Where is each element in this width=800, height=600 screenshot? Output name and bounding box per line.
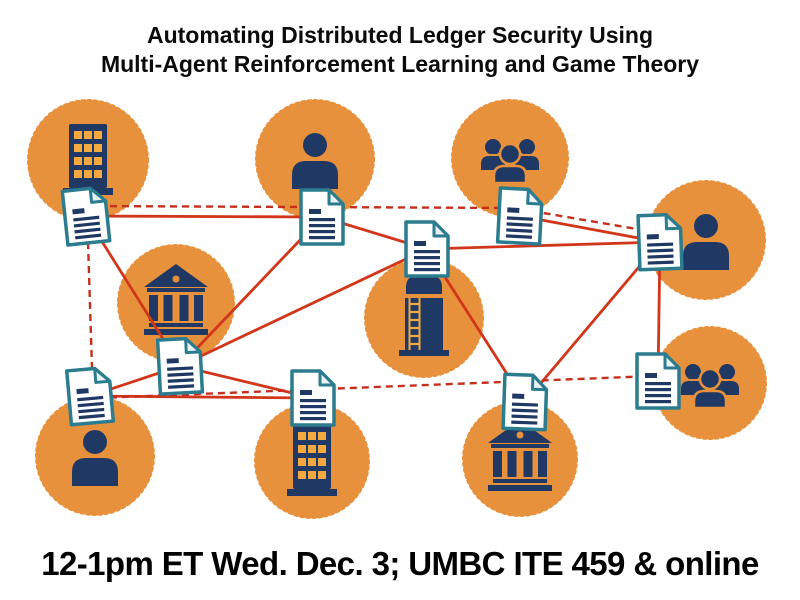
building-icon: [287, 425, 337, 496]
event-details: 12-1pm ET Wed. Dec. 3; UMBC ITE 459 & on…: [41, 545, 759, 582]
person-icon: [292, 133, 338, 189]
ledger-document-icon: [60, 186, 112, 247]
title-line-2: Multi-Agent Reinforcement Learning and G…: [100, 51, 700, 78]
bank-icon: [488, 420, 552, 491]
ledger-link-d6-d5: [179, 247, 428, 368]
ledger-document-icon: [290, 369, 336, 427]
person-icon: [72, 430, 118, 486]
group-icon: [679, 362, 741, 410]
ledger-link-d2-d6: [178, 216, 324, 367]
ledger-link-d1-d8: [86, 241, 94, 369]
ledger-document-icon: [636, 213, 684, 272]
ledger-link-d1-d2: [85, 214, 323, 219]
person-icon: [683, 214, 729, 270]
ledger-link-d8-d7: [97, 374, 655, 400]
ledger-link-d3-d4: [519, 214, 661, 244]
ledger-link-d5-d4: [426, 240, 661, 251]
ledger-document-icon: [155, 336, 205, 396]
title-line-1: Automating Distributed Ledger Security U…: [146, 22, 654, 48]
ledger-document-icon: [635, 352, 681, 410]
agent-node-org-top-left: [27, 99, 149, 221]
page-title: Automating Distributed Ledger Security U…: [0, 21, 800, 80]
ledger-document-icon: [404, 220, 450, 278]
agent-node-bank-bottom: [462, 401, 578, 517]
ledger-document-icon: [299, 188, 345, 246]
ledger-document-icon: [501, 372, 549, 432]
agent-node-person-top: [255, 99, 375, 219]
ledger-document-icon: [495, 186, 544, 246]
bank-icon: [144, 264, 208, 335]
group-icon: [479, 137, 541, 185]
silo-icon: [399, 276, 449, 356]
ledger-document-icon: [64, 366, 116, 427]
agent-node-group-right-lower: [653, 326, 767, 440]
ledger-link-d4-d10: [523, 241, 662, 403]
building-icon: [63, 124, 113, 195]
